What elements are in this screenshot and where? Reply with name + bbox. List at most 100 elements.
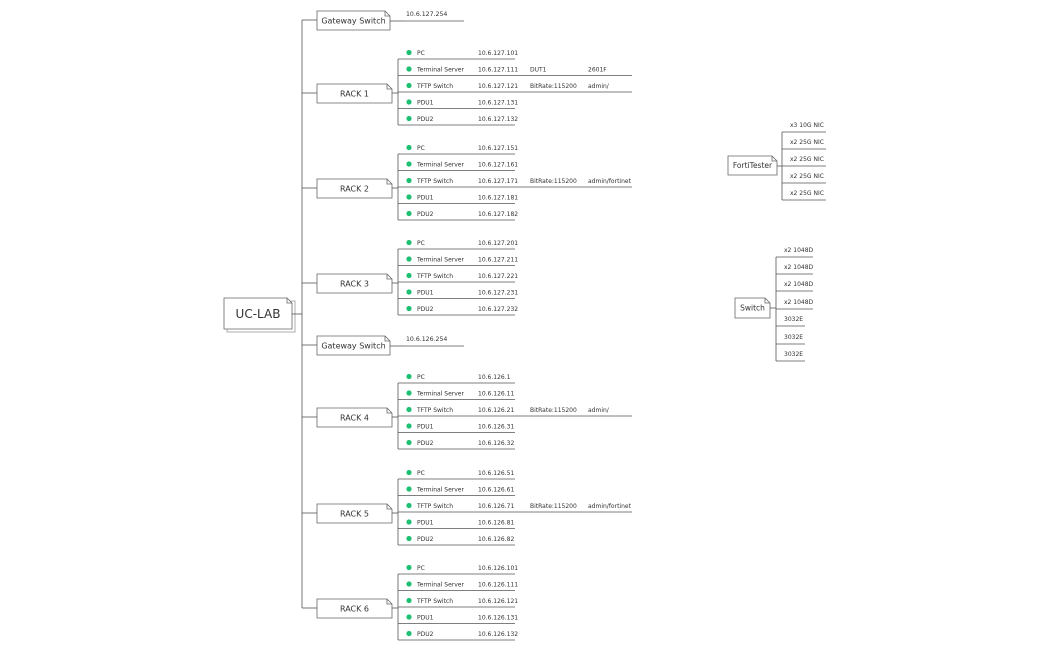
node-label: RACK 2 xyxy=(340,184,369,193)
node-label: RACK 3 xyxy=(340,279,369,288)
gateway-switch-node[interactable]: Gateway Switch xyxy=(316,335,391,356)
device-ip-label: 10.6.126.81 xyxy=(478,520,514,527)
device-ip-label: 10.6.127.121 xyxy=(478,83,518,90)
node-label: UC-LAB xyxy=(236,307,281,321)
device-ip-label: 10.6.127.201 xyxy=(478,240,518,247)
node-box-fold xyxy=(771,156,777,162)
node-box-outline xyxy=(316,598,393,619)
device-status-dot xyxy=(406,272,412,279)
device-extra-label: 2601F xyxy=(588,67,607,74)
device-name-label: TFTP Switch xyxy=(416,407,453,414)
fortitester-nic-label: x2 25G NIC xyxy=(790,156,824,163)
rack-node-7[interactable]: RACK 6 xyxy=(316,598,393,619)
device-status-dot xyxy=(406,210,412,217)
root-node-uc-lab[interactable]: UC-LAB xyxy=(223,297,293,330)
device-status-dot xyxy=(406,502,412,509)
device-extra-label: DUT1 xyxy=(530,67,547,74)
device-name-label: PC xyxy=(417,374,425,381)
node-box-fold xyxy=(286,298,292,304)
device-extra-label: BitRate:115200 xyxy=(530,178,577,185)
fortitester-nic-label: x2 25G NIC xyxy=(790,190,824,197)
device-name-label: TFTP Switch xyxy=(416,273,453,280)
switch-model-label: 3032E xyxy=(784,351,803,358)
node-box-fold xyxy=(386,274,392,280)
device-ip-label: 10.6.127.111 xyxy=(478,67,518,74)
device-ip-label: 10.6.126.132 xyxy=(478,631,518,638)
rack-node-1[interactable]: RACK 1 xyxy=(316,83,393,104)
device-ip-label: 10.6.127.131 xyxy=(478,100,518,107)
switch-node[interactable]: Switch xyxy=(734,297,771,319)
device-ip-label: 10.6.126.111 xyxy=(478,582,518,589)
node-label: Gateway Switch xyxy=(321,341,385,350)
device-name-label: PDU2 xyxy=(417,306,434,313)
device-ip-label: 10.6.126.21 xyxy=(478,407,514,414)
device-name-label: PDU1 xyxy=(417,424,434,431)
rack-node-2[interactable]: RACK 2 xyxy=(316,178,393,199)
device-status-dot xyxy=(406,581,412,587)
device-name-label: PC xyxy=(417,50,425,57)
rack-node-6[interactable]: RACK 5 xyxy=(316,503,393,524)
device-ip-label: 10.6.126.1 xyxy=(478,374,511,381)
device-ip-label: 10.6.127.182 xyxy=(478,211,518,218)
device-ip-label: 10.6.126.131 xyxy=(478,615,518,622)
device-status-dot xyxy=(406,99,412,105)
node-label: RACK 1 xyxy=(340,89,369,98)
device-name-label: TFTP Switch xyxy=(416,598,453,605)
node-box-outline xyxy=(316,335,391,356)
device-extra-label: admin/ xyxy=(588,83,610,90)
node-box-fold xyxy=(384,336,390,342)
node-label: FortiTester xyxy=(733,161,773,170)
device-ip-label: 10.6.127.181 xyxy=(478,195,518,202)
device-status-dot xyxy=(406,373,412,380)
node-box-outline xyxy=(316,10,391,31)
switch-model-label: x2 1048D xyxy=(784,281,814,288)
device-status-dot xyxy=(406,597,412,604)
node-label: RACK 4 xyxy=(340,413,369,422)
device-name-label: PDU2 xyxy=(417,631,434,638)
device-name-label: PDU1 xyxy=(417,615,434,622)
device-status-dot xyxy=(406,423,412,429)
device-ip-label: 10.6.127.211 xyxy=(478,257,518,264)
node-box-outline xyxy=(727,155,778,176)
device-name-label: PC xyxy=(417,145,425,152)
fortitester-node[interactable]: FortiTester xyxy=(727,155,778,176)
device-status-dot xyxy=(406,439,412,446)
fortitester-nic-label: x2 25G NIC xyxy=(790,139,824,146)
device-extra-label: admin/fortinet xyxy=(588,503,632,510)
device-status-dot xyxy=(406,82,412,89)
rack-node-3[interactable]: RACK 3 xyxy=(316,273,393,294)
node-box-fold xyxy=(384,11,390,17)
rack-node-5[interactable]: RACK 4 xyxy=(316,407,393,428)
device-ip-label: 10.6.126.82 xyxy=(478,536,514,543)
device-status-dot xyxy=(406,49,412,56)
device-status-dot xyxy=(406,144,412,151)
device-ip-label: 10.6.126.101 xyxy=(478,565,518,572)
device-ip-label: 10.6.126.51 xyxy=(478,470,514,477)
device-status-dot xyxy=(406,564,412,571)
device-ip-label: 10.6.126.11 xyxy=(478,391,514,398)
node-box-fold xyxy=(764,298,770,304)
device-status-dot xyxy=(406,630,412,637)
gateway-ip-label: 10.6.126.254 xyxy=(406,336,447,343)
node-box-fold xyxy=(386,179,392,185)
device-ip-label: 10.6.127.231 xyxy=(478,290,518,297)
device-name-label: PDU1 xyxy=(417,520,434,527)
device-name-label: PDU2 xyxy=(417,211,434,218)
switch-model-label: x2 1048D xyxy=(784,299,814,306)
switch-model-label: x2 1048D xyxy=(784,264,814,271)
device-name-label: Terminal Server xyxy=(416,391,464,398)
device-name-label: Terminal Server xyxy=(416,162,464,169)
device-ip-label: 10.6.127.151 xyxy=(478,145,518,152)
device-status-dot xyxy=(406,161,412,167)
gateway-switch-node[interactable]: Gateway Switch xyxy=(316,10,391,31)
fortitester-nic-label: x2 25G NIC xyxy=(790,173,824,180)
device-status-dot xyxy=(406,177,412,184)
fortitester-nic-label: x3 10G NIC xyxy=(790,122,824,129)
node-box-outline xyxy=(316,83,393,104)
device-name-label: TFTP Switch xyxy=(416,178,453,185)
node-box-fold xyxy=(386,84,392,90)
device-extra-label: admin/fortinet xyxy=(588,178,632,185)
node-box-fold xyxy=(386,408,392,414)
node-label: RACK 5 xyxy=(340,509,369,518)
